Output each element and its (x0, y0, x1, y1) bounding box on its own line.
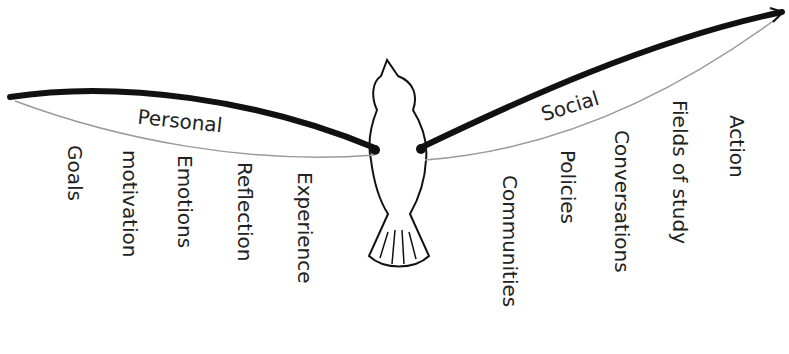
wing-term: Experience (293, 172, 317, 284)
wing-upper-edge (10, 91, 375, 148)
wing-term: Goals (63, 145, 87, 201)
wing-term: Emotions (173, 155, 197, 248)
wing-term: motivation (118, 150, 142, 258)
wing-term: Policies (556, 150, 580, 224)
wing-term: Communities (498, 175, 522, 307)
wing-label: Personal (136, 105, 223, 138)
wing-term: Reflection (233, 162, 257, 262)
wing-term: Fields of study (668, 100, 692, 244)
bird-body (369, 60, 429, 267)
wing-tip-arrow (770, 8, 783, 22)
wing-term: Conversations (610, 130, 634, 273)
tail-feathers (380, 230, 416, 264)
wing-term: Action (725, 115, 749, 178)
